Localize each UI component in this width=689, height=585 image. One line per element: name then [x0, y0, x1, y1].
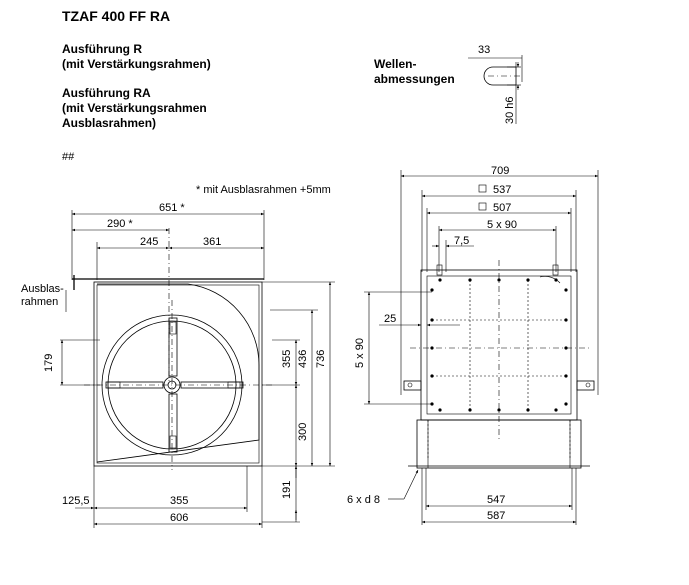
front-dim-300: 300: [297, 423, 309, 441]
front-dim-179: 179: [43, 354, 55, 372]
outlet-frame-note: * mit Ausblasrahmen +5mm: [196, 184, 331, 196]
front-bottom-606: 606: [170, 512, 188, 524]
side-view: [364, 170, 599, 525]
front-dim-191: 191: [281, 481, 293, 499]
front-view: [60, 210, 335, 528]
drawing-title: TZAF 400 FF RA: [62, 8, 170, 24]
front-bottom-355: 355: [170, 495, 188, 507]
side-offset-7-5: 7,5: [454, 235, 469, 247]
side-bottom-547: 547: [487, 494, 505, 506]
side-holes-diameter: 6 x d 8: [347, 494, 380, 506]
front-center-to-right: 361: [203, 236, 221, 248]
shaft-drawing: [468, 55, 523, 124]
shaft-height-label: 30 h6: [504, 96, 516, 124]
variant-marker: ##: [62, 151, 75, 163]
variant-ra-subtitle-1: (mit Verstärkungsrahmen: [62, 101, 207, 115]
side-sq-537: 537: [493, 184, 511, 196]
variant-ra-subtitle-2: Ausblasrahmen): [62, 116, 156, 130]
side-bottom-587: 587: [487, 510, 505, 522]
side-holes-vertical: 5 x 90: [354, 338, 366, 368]
outlet-frame-label-2: rahmen: [21, 296, 58, 308]
variant-r-subtitle: (mit Verstärkungsrahmen): [62, 57, 211, 71]
front-dim-436: 436: [297, 350, 309, 368]
variant-r-title: Ausführung R: [62, 42, 142, 56]
front-bottom-125: 125,5: [62, 495, 90, 507]
front-dim-736: 736: [315, 350, 327, 368]
front-left-offset: 290 *: [107, 218, 133, 230]
side-total-width: 709: [491, 165, 509, 177]
variant-ra-title: Ausführung RA: [62, 86, 151, 100]
shaft-width-label: 33: [478, 44, 490, 56]
shaft-label-2: abmessungen: [374, 72, 455, 86]
shaft-label-1: Wellen-: [374, 57, 416, 71]
front-dim-355: 355: [281, 350, 293, 368]
front-total-width: 651 *: [159, 202, 185, 214]
side-offset-25: 25: [384, 313, 396, 325]
front-left-to-center: 245: [140, 236, 158, 248]
side-holes-horizontal: 5 x 90: [487, 219, 517, 231]
side-sq-507: 507: [493, 202, 511, 214]
outlet-frame-label-1: Ausblas-: [21, 283, 64, 295]
